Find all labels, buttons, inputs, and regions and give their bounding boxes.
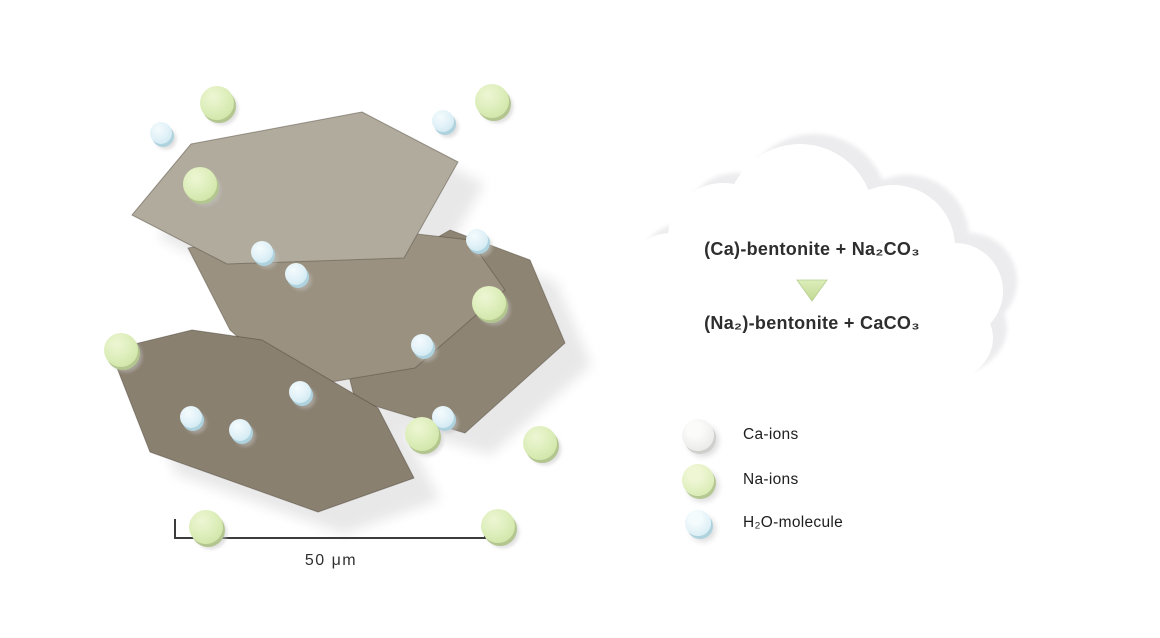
platelet-top [131, 111, 459, 265]
reaction-arrow-down-triangle-icon [796, 279, 828, 302]
platelet-bottom [109, 329, 415, 513]
h2o-molecule [180, 406, 207, 434]
na-ion [200, 86, 239, 126]
h2o-molecule [466, 229, 493, 257]
h2o-molecule-icon [685, 510, 711, 536]
legend-item-ca-ions: Ca-ions [682, 419, 799, 451]
h2o-molecule [285, 263, 312, 291]
na-ion [481, 509, 520, 549]
legend-label-h2o-molecule: H₂O-molecule [743, 514, 844, 531]
h2o-molecule [432, 110, 459, 138]
na-ion [523, 426, 562, 466]
ca-ion-icon [682, 419, 714, 451]
h2o-molecule [229, 419, 256, 447]
na-ion [104, 333, 143, 373]
na-ion [472, 286, 511, 326]
reaction-cloud [621, 144, 1003, 390]
legend-label-na-ions: Na-ions [743, 471, 799, 488]
h2o-molecule [432, 406, 459, 434]
chip-slot [682, 464, 714, 496]
h2o-molecule [411, 334, 438, 362]
chip-slot [682, 419, 714, 451]
h2o-molecule [251, 241, 278, 269]
reaction-reactants-text: (Ca)-bentonite + Na₂CO₃ [704, 239, 920, 259]
na-ion-icon [682, 464, 714, 496]
h2o-molecule [289, 381, 316, 409]
na-ion [183, 167, 222, 207]
legend-item-h2o-molecule: H₂O-molecule [682, 507, 843, 539]
reaction-products-text: (Na₂)-bentonite + CaCO₃ [704, 313, 920, 333]
na-ion [405, 417, 444, 457]
na-ion [475, 84, 514, 124]
na-ion [189, 510, 228, 550]
h2o-molecule [150, 122, 177, 150]
legend-item-na-ions: Na-ions [682, 464, 799, 496]
chip-slot [682, 507, 714, 539]
legend-label-ca-ions: Ca-ions [743, 426, 799, 443]
scale-bar-label: 50 μm [304, 552, 358, 569]
